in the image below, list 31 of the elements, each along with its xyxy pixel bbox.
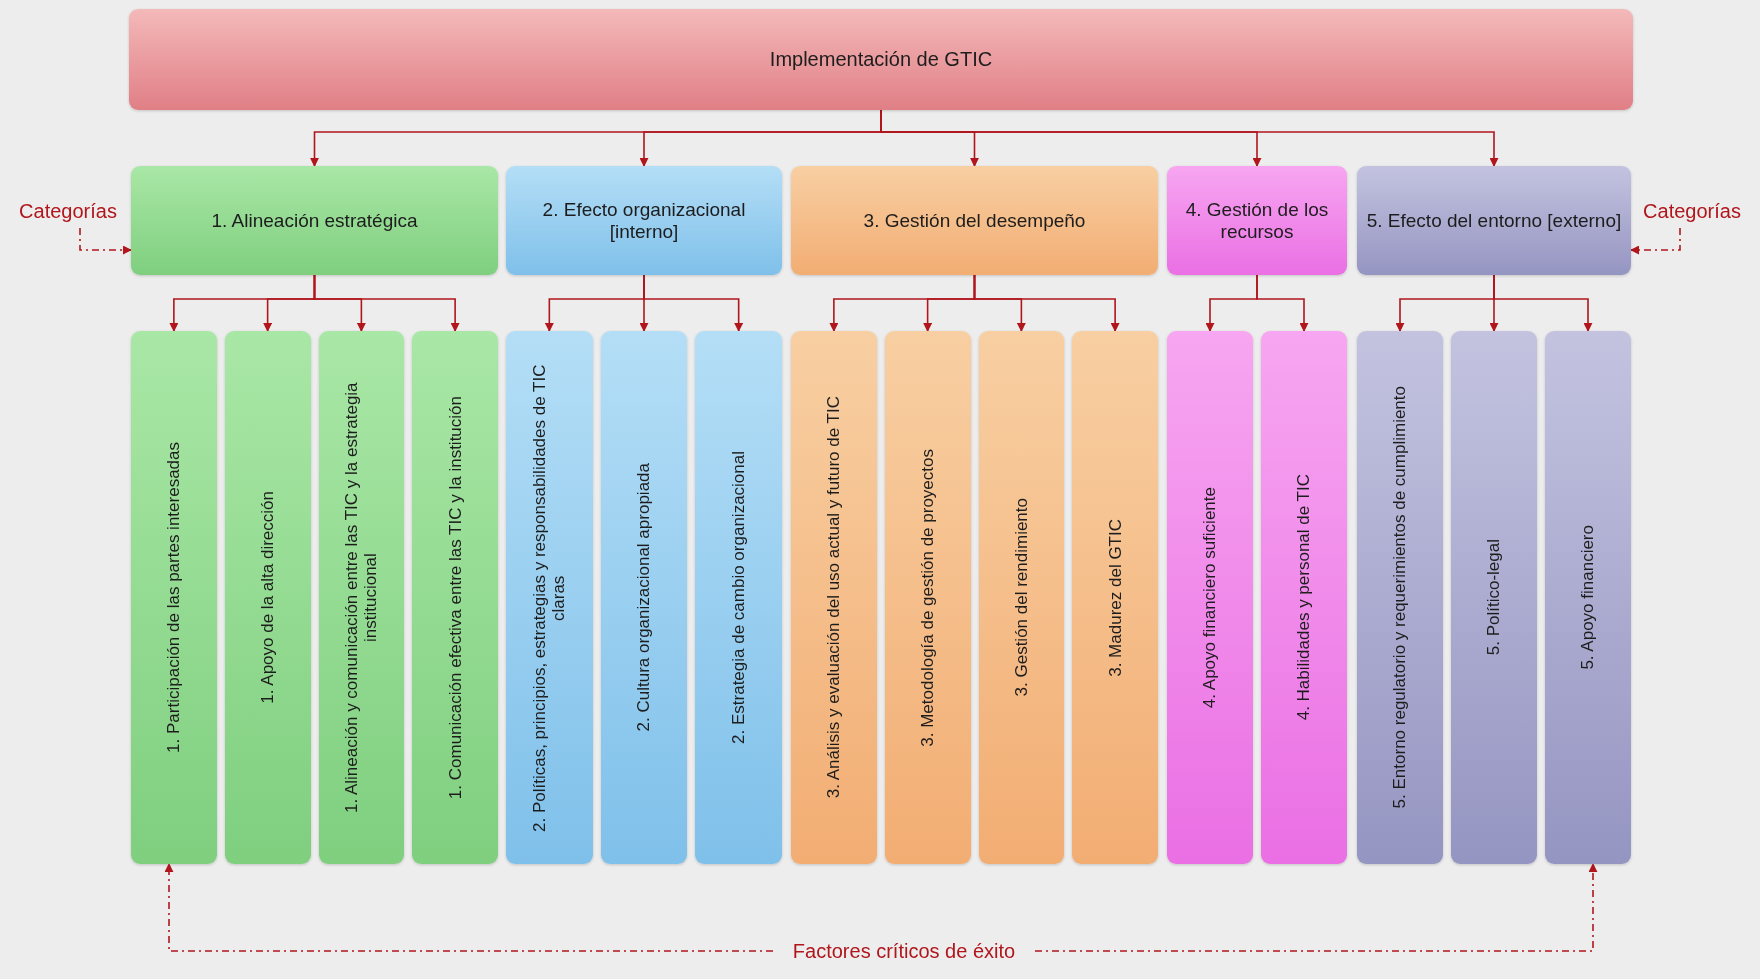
- factor-box: 3. Madurez del GTIC: [1072, 331, 1158, 864]
- title-box: Implementación de GTIC: [129, 9, 1633, 110]
- factor-box: 5. Apoyo financiero: [1545, 331, 1631, 864]
- factor-box: 2. Estrategia de cambio organizacional: [695, 331, 782, 864]
- arrow: [643, 274, 744, 332]
- factor-box: 2. Cultura organizacional apropiada: [600, 331, 688, 864]
- category-box: 1. Alineación estratégica: [131, 166, 498, 275]
- category-box: 3. Gestión del desempeño: [791, 166, 1158, 275]
- category-box: 2. Efecto organizacional [interno]: [506, 166, 782, 275]
- dashed-arrow: [164, 863, 774, 952]
- arrow: [1493, 274, 1593, 332]
- dashed-arrow: [1034, 863, 1598, 952]
- arrow: [973, 274, 1120, 332]
- factor-box: 1. Apoyo de la alta dirección: [224, 331, 311, 864]
- factor-box: 4. Apoyo financiero suficiente: [1167, 331, 1253, 864]
- factor-box: 3. Análisis y evaluación del uso actual y futuro de TIC: [791, 331, 877, 864]
- factor-box: 4. Habilidades y personal de TIC: [1261, 331, 1347, 864]
- category-box: 5. Efecto del entorno [externo]: [1357, 166, 1631, 275]
- factor-box: 5. Entorno regulatorio y requerimientos de cumplimiento: [1357, 331, 1443, 864]
- factor-box: 5. Político-legal: [1451, 331, 1537, 864]
- arrow: [313, 274, 460, 332]
- factor-box: 1. Comunicación efectiva entre las TIC y la institución: [412, 331, 498, 864]
- factor-box: 3. Metodología de gestión de proyectos: [884, 331, 971, 864]
- factor-box: 3. Gestión del rendimiento: [978, 331, 1065, 864]
- dashed-arrow: [1630, 227, 1681, 255]
- factor-box: 1. Participación de las partes interesadas: [131, 331, 217, 864]
- factor-box: 2. Políticas, principios, estrategias y responsabilidades de TIC claras: [506, 331, 593, 864]
- category-box: 4. Gestión de los recursos: [1167, 166, 1347, 275]
- arrow: [1256, 274, 1309, 332]
- factor-box: 1. Alineación y comunicación entre las TIC y la estrategia institucional: [318, 331, 405, 864]
- dashed-arrow: [79, 227, 132, 255]
